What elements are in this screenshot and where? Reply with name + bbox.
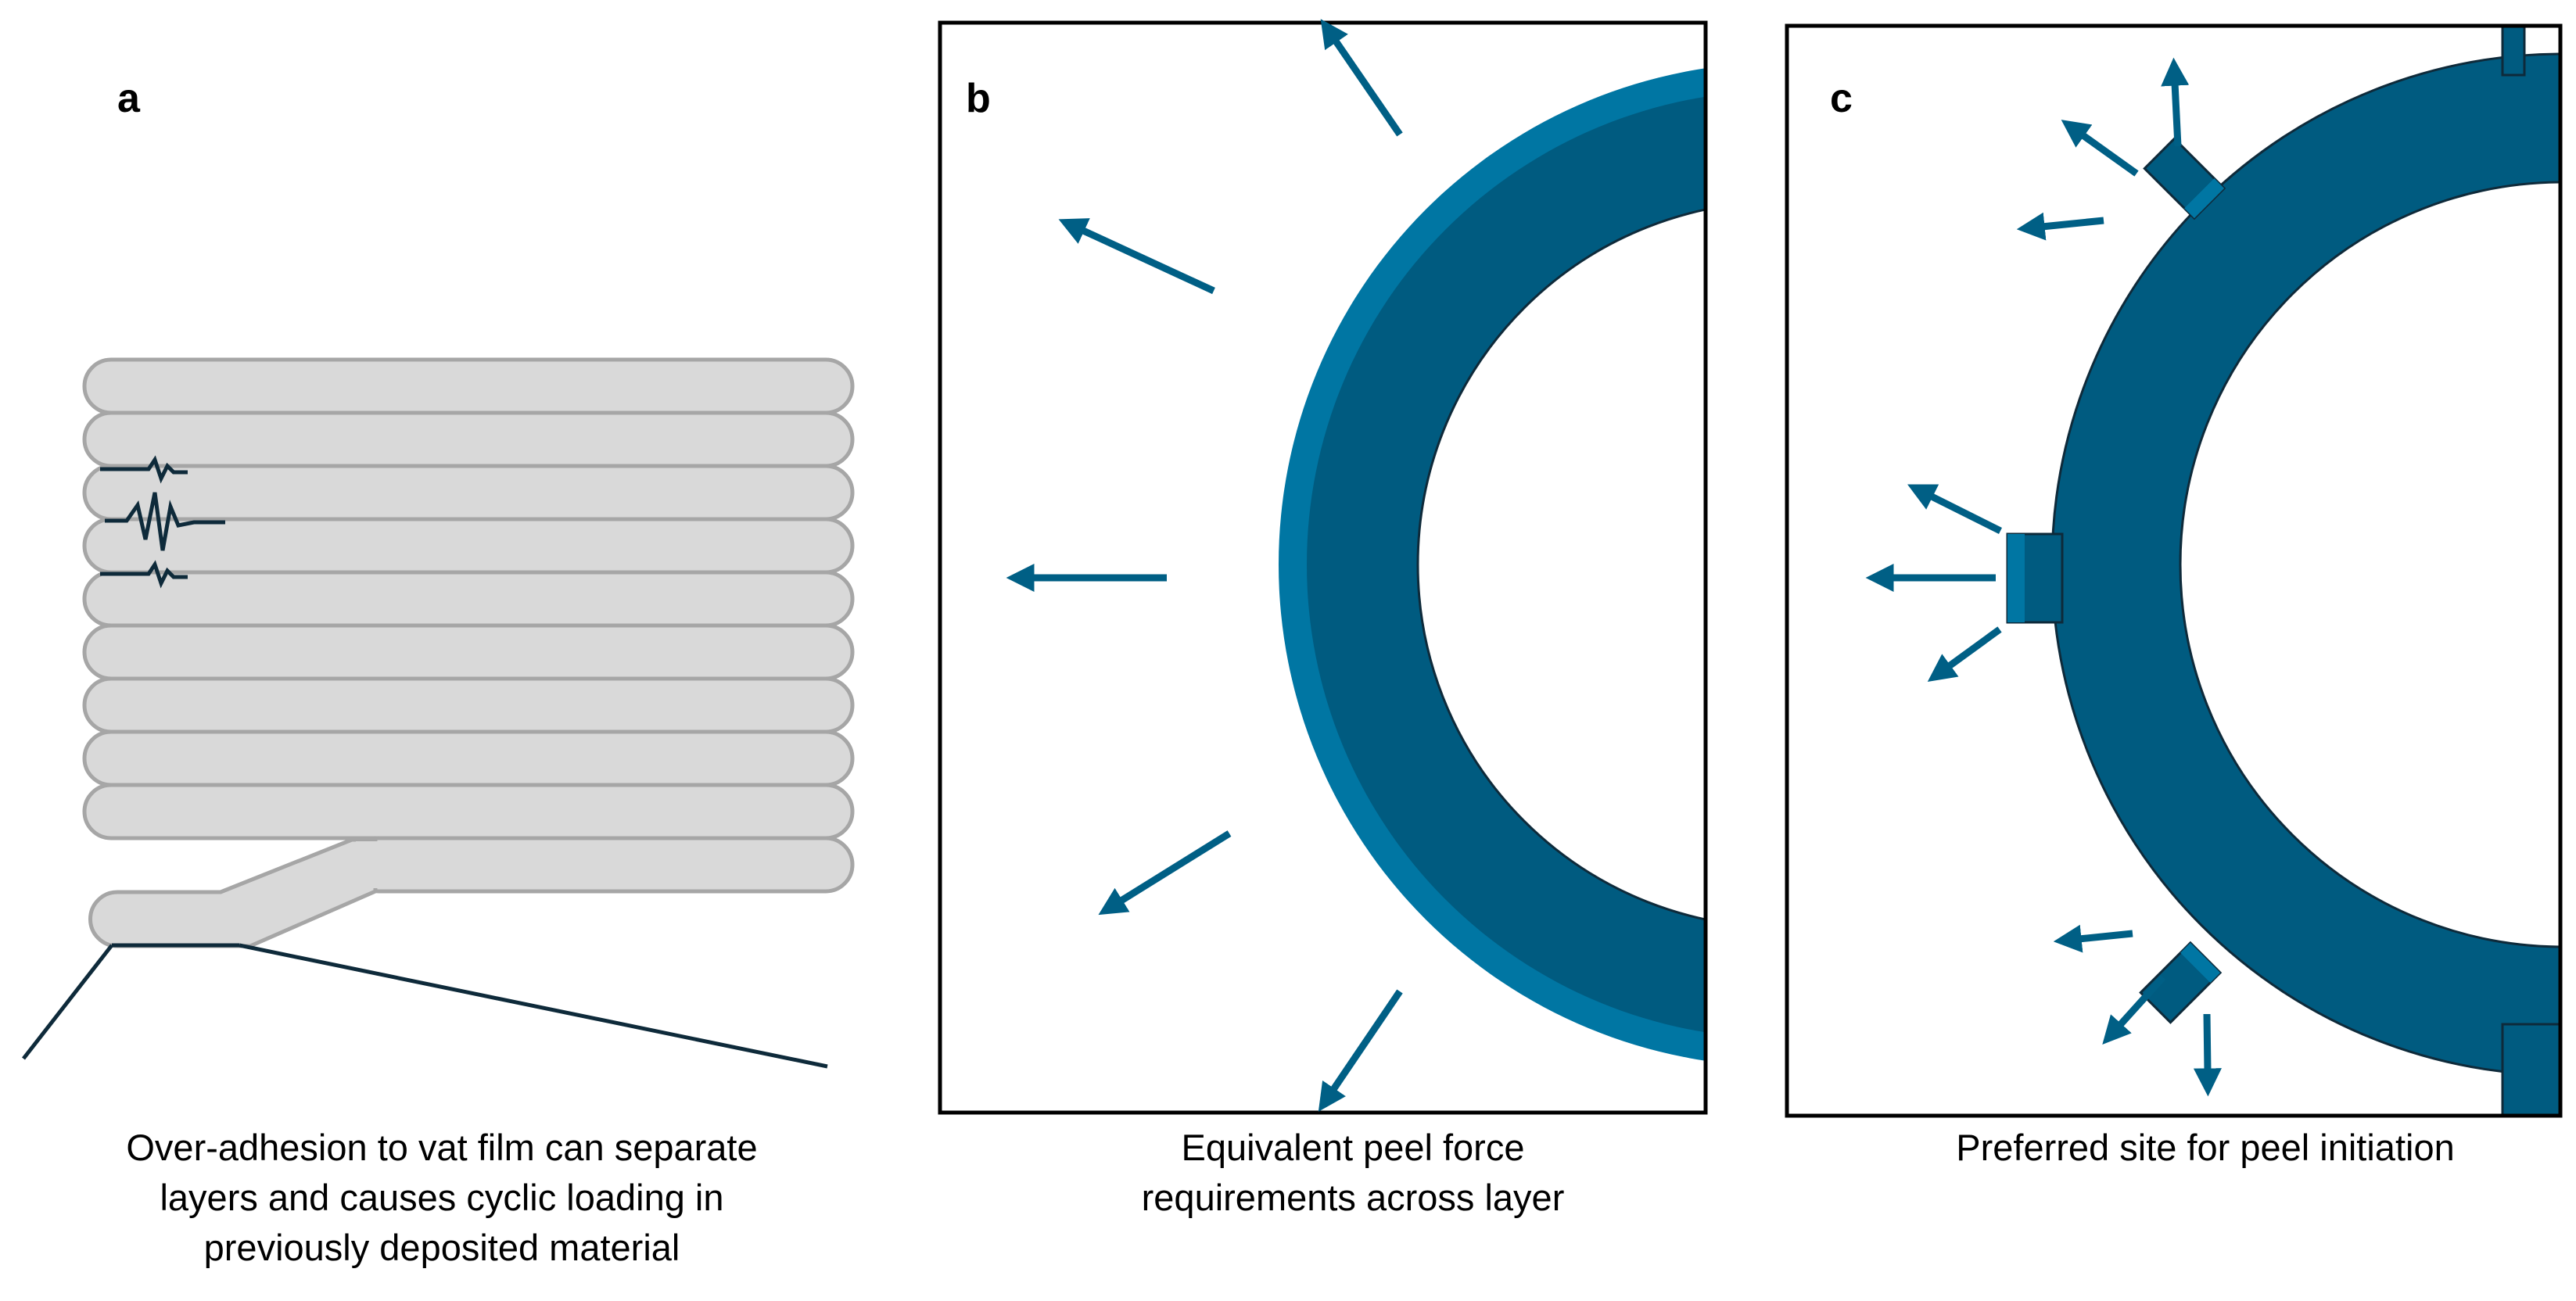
caption-b: Equivalent peel force requirements acros…: [1040, 1123, 1666, 1223]
layer-10-seam-cover: [356, 841, 387, 888]
layer-1: [82, 357, 855, 415]
crack-lower: [100, 560, 188, 589]
arrow-icon: [1320, 19, 1403, 137]
arrow-icon: [2193, 1013, 2222, 1097]
ring-hole: [2179, 181, 2559, 948]
peel-tab-top-edge: [2501, 27, 2526, 77]
arrow-icon: [1098, 830, 1232, 916]
arrow-icon: [1927, 626, 2002, 683]
panel-letter-c: c: [1830, 76, 1853, 121]
caption-a-line-1: Over-adhesion to vat film can separate: [126, 1127, 758, 1168]
vat-film: [22, 943, 828, 1069]
arrow-icon: [2016, 212, 2104, 241]
panel-c-frame: [1785, 23, 2563, 1118]
peel-tab-lower: [2139, 941, 2223, 1024]
layer-3: [82, 464, 855, 521]
caption-b-line-2: requirements across layer: [1141, 1177, 1565, 1218]
film-right: [239, 943, 828, 1069]
layer-6: [82, 623, 855, 681]
panel-b: [938, 19, 1708, 1115]
peel-tab-bottom-edge: [2501, 1023, 2559, 1115]
arrow-icon: [2161, 57, 2190, 147]
caption-a-line-3: previously deposited material: [203, 1227, 680, 1268]
caption-a-line-2: layers and causes cyclic loading in: [160, 1177, 724, 1218]
crack-upper: [100, 455, 188, 484]
arrow-icon: [1318, 989, 1403, 1112]
arrow-icon: [1907, 484, 2003, 535]
caption-c-line-1: Preferred site for peel initiation: [1956, 1127, 2455, 1168]
crack-main: [105, 492, 225, 551]
layer-5: [82, 570, 855, 628]
layer-9: [82, 783, 855, 840]
panel-letter-b: b: [966, 76, 991, 121]
caption-a: Over-adhesion to vat film can separate l…: [31, 1123, 852, 1273]
arrow-icon: [2053, 924, 2133, 953]
ring-hole: [1416, 209, 1704, 920]
panel-a: [22, 357, 855, 1069]
peel-tab-middle: [2006, 532, 2064, 624]
arrow-icon: [2102, 974, 2166, 1045]
layer-7: [82, 676, 855, 734]
arrow-icon: [1058, 218, 1215, 295]
peel-arrows-b: [1006, 19, 1403, 1112]
layer-2: [82, 410, 855, 468]
arrow-icon: [2061, 120, 2139, 177]
panel-c: [1785, 23, 2563, 1118]
peel-tab-upper: [2143, 137, 2226, 220]
caption-c: Preferred site for peel initiation: [1814, 1123, 2576, 1173]
peel-arrows-c: [1865, 57, 2222, 1097]
panel-letter-a: a: [117, 76, 140, 121]
crack-icon: [100, 455, 225, 589]
film-left: [22, 944, 113, 1060]
layer-4: [82, 517, 855, 575]
separated-layer: [88, 837, 378, 948]
layer-8: [82, 729, 855, 787]
layer-10: [350, 836, 855, 894]
layer-stack: [82, 357, 855, 948]
caption-b-line-1: Equivalent peel force: [1181, 1127, 1525, 1168]
